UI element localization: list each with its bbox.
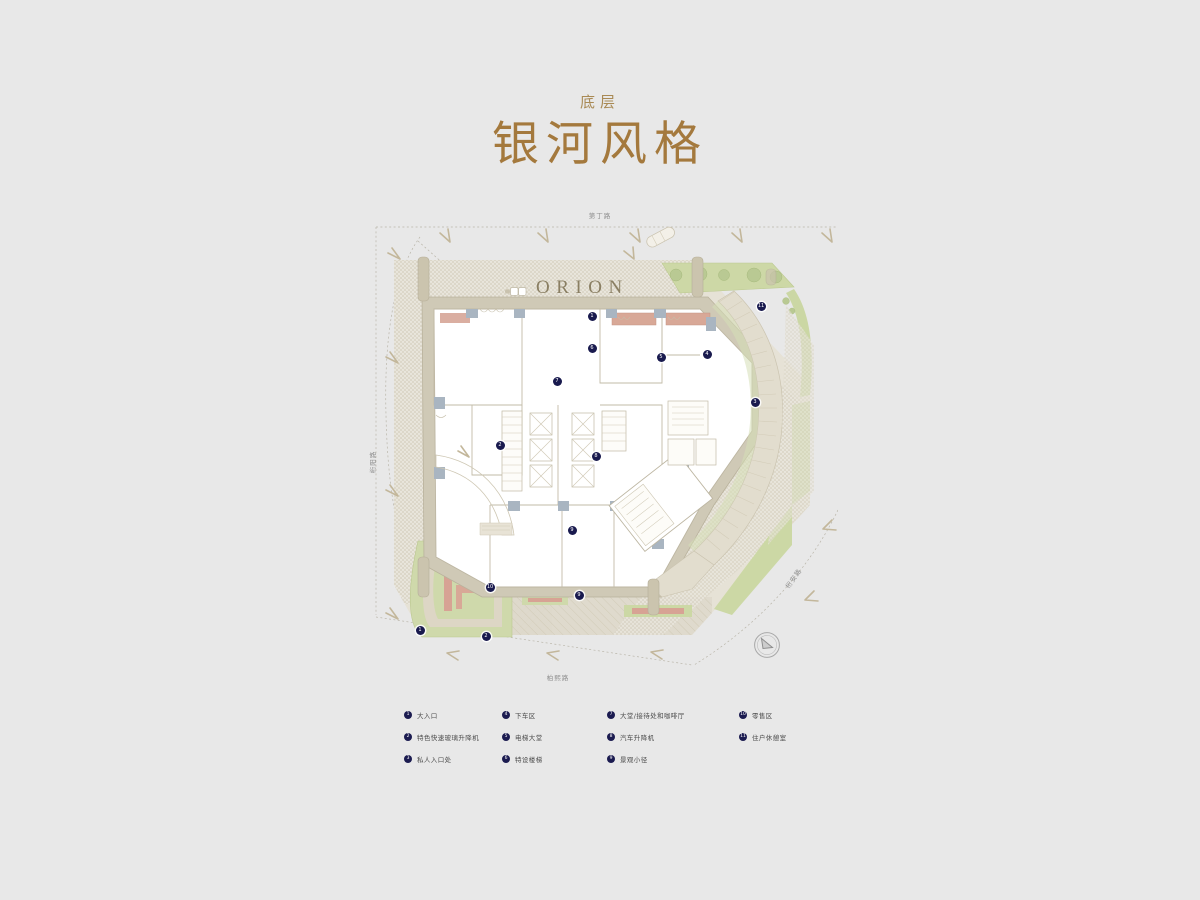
- legend-marker-icon: 2: [404, 733, 412, 741]
- legend-item[interactable]: 5 电梯大堂: [502, 732, 607, 742]
- plan-marker-6[interactable]: 6: [587, 343, 597, 353]
- legend-item[interactable]: 10 零售区: [739, 710, 804, 720]
- plan-marker-5[interactable]: 5: [656, 352, 666, 362]
- plan-marker-4[interactable]: 4: [702, 349, 712, 359]
- legend-item[interactable]: 8 汽车升降机: [607, 732, 739, 742]
- plan-marker-10[interactable]: 10: [485, 582, 495, 592]
- right-paving: [768, 305, 814, 545]
- street-label-bottom: 柏熙路: [546, 674, 570, 682]
- plan-marker-1[interactable]: 1: [415, 625, 425, 635]
- flow-arrows: [385, 228, 837, 661]
- site-plan: ORION 1 6 11 5 4 3 7 2 8 9 10 1 2 9: [362, 205, 838, 685]
- legend-marker-icon: 5: [502, 733, 510, 741]
- plan-marker-2[interactable]: 2: [481, 631, 491, 641]
- legend-item-label: 特色快速玻璃升降机: [417, 734, 480, 742]
- legend-item-label: 特设楼梯: [515, 756, 543, 764]
- vehicle-icon: [646, 226, 675, 248]
- angled-pavilion: [608, 452, 714, 552]
- legend-item[interactable]: 11 住户休憩室: [739, 732, 804, 742]
- legend-marker-icon: 11: [739, 733, 747, 741]
- plan-marker-7[interactable]: 7: [552, 376, 562, 386]
- legend-item-label: 电梯大堂: [515, 734, 543, 742]
- plan-marker-9[interactable]: 9: [567, 525, 577, 535]
- plan-marker-3[interactable]: 3: [750, 397, 760, 407]
- legend-item-label: 大入口: [417, 712, 438, 720]
- plan-marker-1[interactable]: 1: [587, 311, 597, 321]
- orion-mark-icon: [505, 283, 527, 296]
- orion-text: ORION: [536, 277, 629, 298]
- legend-item-label: 私人入口处: [417, 756, 452, 764]
- street-label-left: 桁阳路: [369, 450, 377, 474]
- legend-item[interactable]: 4 下车区: [502, 710, 607, 720]
- legend-marker-icon: 3: [404, 755, 412, 763]
- legend-item-label: 景观小径: [620, 756, 648, 764]
- legend-item[interactable]: 2 特色快速玻璃升降机: [404, 732, 502, 742]
- legend-marker-icon: 9: [607, 755, 615, 763]
- legend-item-label: 大堂/接待处和咖啡厅: [620, 712, 685, 720]
- plan-marker-11[interactable]: 11: [756, 301, 766, 311]
- legend: 1 大入口 4 下车区 7 大堂/接待处和咖啡厅 10 零售区 2 特色快速玻璃升降机 5 电梯大堂 8…: [404, 710, 804, 764]
- building-footprint: [421, 296, 763, 598]
- legend-marker-icon: 10: [739, 711, 747, 719]
- title-heading: 银河风格: [492, 117, 708, 172]
- perimeter-pylons: [417, 256, 777, 616]
- north-arrow-icon: [754, 632, 780, 658]
- legend-marker-icon: 4: [502, 711, 510, 719]
- legend-marker-icon: 7: [607, 711, 615, 719]
- plan-marker-2[interactable]: 2: [495, 440, 505, 450]
- page-title: 底层 银河风格: [0, 93, 1200, 172]
- legend-marker-icon: 8: [607, 733, 615, 741]
- legend-item-label: 住户休憩室: [752, 734, 787, 742]
- legend-item-label: 零售区: [752, 712, 773, 720]
- street-label-top: 第丁路: [588, 212, 612, 220]
- legend-item[interactable]: 6 特设楼梯: [502, 754, 607, 764]
- plan-marker-9[interactable]: 9: [574, 590, 584, 600]
- plan-marker-8[interactable]: 8: [591, 451, 601, 461]
- lift-core: [501, 410, 627, 492]
- legend-marker-icon: 6: [502, 755, 510, 763]
- legend-item[interactable]: 3 私人入口处: [404, 754, 502, 764]
- vehicle-ramp: [647, 290, 783, 598]
- legend-item[interactable]: 1 大入口: [404, 710, 502, 720]
- legend-item-label: 汽车升降机: [620, 734, 655, 742]
- orion-wordmark: ORION: [505, 278, 629, 297]
- compass-rose: [752, 630, 782, 660]
- legend-marker-icon: 1: [404, 711, 412, 719]
- title-subtitle: 底层: [579, 93, 620, 111]
- legend-item[interactable]: 7 大堂/接待处和咖啡厅: [607, 710, 739, 720]
- legend-item-label: 下车区: [515, 712, 536, 720]
- legend-item[interactable]: 9 景观小径: [607, 754, 739, 764]
